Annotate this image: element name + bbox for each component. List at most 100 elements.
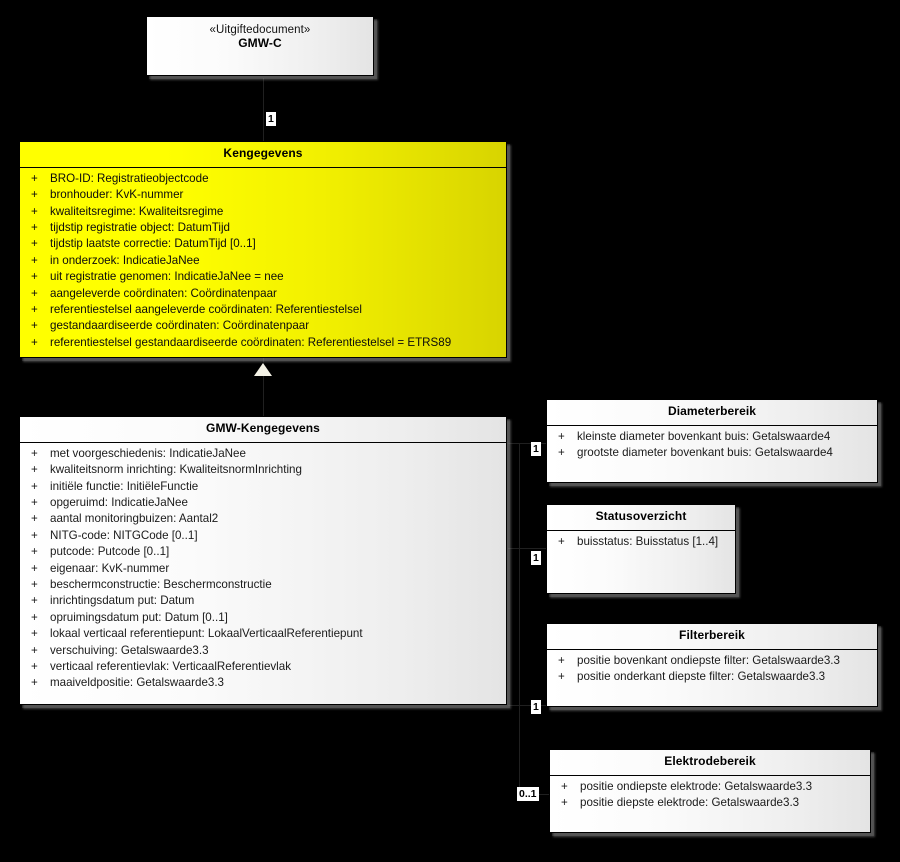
attribute-signature: eigenaar: KvK-nummer	[50, 561, 170, 575]
attribute-visibility: +	[31, 188, 38, 202]
attribute-visibility: +	[31, 446, 38, 460]
class-attribute-row: + inrichtingsdatum put: Datum	[22, 593, 504, 609]
attribute-visibility: +	[31, 578, 38, 592]
attribute-signature: positie bovenkant ondiepste filter: Geta…	[577, 653, 840, 667]
attribute-signature: NITG-code: NITGCode [0..1]	[50, 528, 198, 542]
class-box-gmw-c[interactable]: «Uitgiftedocument» GMW-C	[146, 16, 374, 76]
attribute-signature: kwaliteitsnorm inrichting: Kwaliteitsnor…	[50, 463, 302, 477]
class-attribute-row: + in onderzoek: IndicatieJaNee	[22, 253, 504, 269]
attribute-visibility: +	[31, 512, 38, 526]
attribute-signature: beschermconstructie: Beschermconstructie	[50, 578, 272, 592]
class-attribute-row: +kwaliteitsregime: Kwaliteitsregime	[22, 204, 504, 220]
class-title-elektrodebereik: Elektrodebereik	[550, 750, 870, 776]
class-attributes-filterbereik: + positie bovenkant ondiepste filter: Get…	[547, 650, 877, 690]
attribute-visibility: +	[558, 429, 565, 443]
class-attribute-row: +lokaal verticaal referentiepunt: Lokaal…	[22, 626, 504, 642]
attribute-signature: kleinste diameter bovenkant buis: Getals…	[577, 429, 831, 443]
attribute-visibility: +	[558, 446, 565, 460]
attribute-signature: opgeruimd: IndicatieJaNee	[50, 496, 188, 510]
attribute-visibility: +	[31, 463, 38, 477]
class-title-diameterbereik: Diameterbereik	[547, 400, 877, 426]
class-box-elektrodebereik[interactable]: Elektrodebereik + positie ondiepste elekt…	[549, 749, 871, 833]
connector-bus-vertical	[519, 443, 520, 705]
attribute-signature: inrichtingsdatum put: Datum	[50, 594, 195, 608]
attribute-signature: positie ondiepste elektrode: Getalswaard…	[580, 779, 813, 793]
attribute-visibility: +	[31, 643, 38, 657]
attribute-signature: BRO-ID: Registratieobjectcode	[50, 171, 209, 185]
attribute-visibility: +	[31, 335, 38, 349]
attribute-visibility: +	[558, 653, 565, 667]
attribute-visibility: +	[31, 479, 38, 493]
class-title-kengegevens: Kengegevens	[20, 142, 506, 168]
class-box-filterbereik[interactable]: Filterbereik +positie bovenkant ondiepst…	[546, 623, 878, 707]
attribute-visibility: +	[31, 676, 38, 690]
class-attribute-row: +aangeleverde coördinaten: Coördinatenpa…	[22, 286, 504, 302]
attribute-visibility: +	[31, 237, 38, 251]
class-attribute-row: +gestandaardiseerde coördinaten: Coördin…	[22, 318, 504, 334]
class-name-gmw-kengegevens: GMW-Kengegevens	[206, 421, 320, 435]
class-name-diameterbereik: Diameterbereik	[667, 404, 757, 418]
attribute-visibility: +	[31, 319, 38, 333]
class-box-gmw-kengegevens[interactable]: GMW-Kengegevens + met voorgeschiedenis: I…	[19, 416, 507, 705]
attribute-visibility: +	[31, 545, 38, 559]
attribute-signature: bronhouder: KvK-nummer	[50, 188, 184, 202]
class-attribute-row: + BRO-ID: Registratieobjectcode	[22, 171, 504, 187]
class-attribute-row: + verticaal referentievlak: VerticaalRefe…	[22, 659, 504, 675]
attribute-signature: positie onderkant diepste filter: Getals…	[577, 670, 826, 684]
multiplicity-elektrodebereik: 0..1	[517, 787, 539, 801]
attribute-visibility: +	[31, 496, 38, 510]
class-attribute-row: + buisstatus: Buisstatus [1..4]	[549, 534, 733, 550]
attribute-signature: grootste diameter bovenkant buis: Getals…	[577, 446, 833, 460]
connector-to-filterbereik	[508, 705, 546, 706]
class-attribute-row: + NITG-code: NITGCode [0..1]	[22, 528, 504, 544]
attribute-visibility: +	[31, 253, 38, 267]
attribute-visibility: +	[558, 670, 565, 684]
attribute-signature: in onderzoek: IndicatieJaNee	[50, 253, 200, 267]
attribute-signature: referentiestelsel gestandaardiseerde coö…	[50, 335, 452, 349]
attribute-visibility: +	[31, 286, 38, 300]
class-attributes-gmw-kengegevens: + met voorgeschiedenis: IndicatieJaNee + kw…	[20, 443, 506, 696]
class-attribute-row: + bronhouder: KvK-nummer	[22, 187, 504, 203]
attribute-signature: buisstatus: Buisstatus [1..4]	[577, 534, 719, 548]
class-attribute-row: + grootste diameter bovenkant buis: Getal…	[549, 445, 875, 461]
class-box-kengegevens[interactable]: Kengegevens + BRO-ID: Registratieobjectco…	[19, 141, 507, 358]
attribute-visibility: +	[31, 528, 38, 542]
connector-to-diameterbereik	[508, 443, 546, 444]
attribute-visibility: +	[561, 796, 568, 810]
attribute-visibility: +	[31, 594, 38, 608]
attribute-visibility: +	[31, 171, 38, 185]
attribute-signature: kwaliteitsregime: Kwaliteitsregime	[50, 204, 224, 218]
class-attribute-row: + positie onderkant diepste filter: Getal…	[549, 669, 875, 685]
class-attribute-row: +uit registratie genomen: IndicatieJaNee…	[22, 269, 504, 285]
class-box-diameterbereik[interactable]: Diameterbereik + kleinste diameter bovenk…	[546, 399, 878, 483]
class-title-statusoverzicht: Statusoverzicht	[547, 505, 735, 531]
attribute-signature: met voorgeschiedenis: IndicatieJaNee	[50, 446, 246, 460]
class-attribute-row: +referentiestelsel aangeleverde coördina…	[22, 302, 504, 318]
attribute-signature: putcode: Putcode [0..1]	[50, 545, 170, 559]
attribute-signature: aantal monitoringbuizen: Aantal2	[50, 512, 219, 526]
class-attribute-row: + beschermconstructie: Beschermconstructi…	[22, 577, 504, 593]
multiplicity-statusoverzicht: 1	[531, 551, 541, 565]
attribute-visibility: +	[31, 627, 38, 641]
class-attribute-row: + positie ondiepste elektrode: Getalswaar…	[552, 779, 868, 795]
attribute-visibility: +	[31, 561, 38, 575]
class-attributes-statusoverzicht: + buisstatus: Buisstatus [1..4]	[547, 531, 735, 554]
class-attribute-row: +positie diepste elektrode: Getalswaarde…	[552, 795, 868, 811]
class-attribute-row: +tijdstip laatste correctie: DatumTijd […	[22, 236, 504, 252]
connector-to-statusoverzicht	[508, 548, 546, 549]
class-box-statusoverzicht[interactable]: Statusoverzicht + buisstatus: Buisstatus …	[546, 504, 736, 594]
attribute-visibility: +	[31, 660, 38, 674]
class-attribute-row: + putcode: Putcode [0..1]	[22, 544, 504, 560]
attribute-visibility: +	[561, 779, 568, 793]
class-name-gmw-c: GMW-C	[238, 36, 282, 51]
attribute-visibility: +	[31, 610, 38, 624]
class-attribute-row: + maaiveldpositie: Getalswaarde3.3	[22, 675, 504, 691]
class-attribute-row: + kwaliteitsnorm inrichting: Kwaliteitsno…	[22, 462, 504, 478]
class-title-gmw-kengegevens: GMW-Kengegevens	[20, 417, 506, 443]
attribute-signature: maaiveldpositie: Getalswaarde3.3	[50, 676, 225, 690]
attribute-signature: verticaal referentievlak: VerticaalRefer…	[50, 660, 292, 674]
attribute-visibility: +	[558, 534, 565, 548]
class-attributes-elektrodebereik: + positie ondiepste elektrode: Getalswaar…	[550, 776, 870, 816]
class-attribute-row: + referentiestelsel gestandaardiseerde co…	[22, 335, 504, 351]
